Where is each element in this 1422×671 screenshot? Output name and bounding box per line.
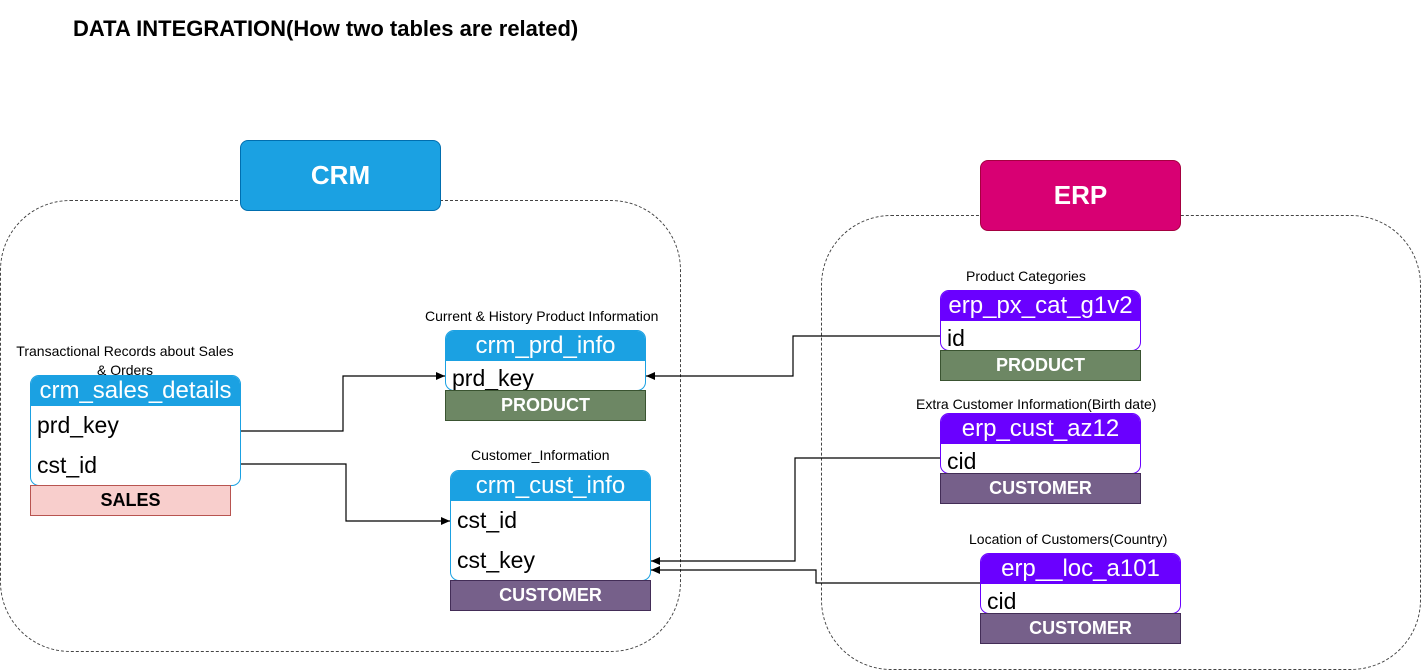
erp-px-cat-header: erp_px_cat_g1v2 bbox=[941, 291, 1140, 321]
erp-px-cat-caption: Product Categories bbox=[966, 268, 1086, 284]
crm-prd-info-header: crm_prd_info bbox=[446, 331, 645, 361]
erp-group-label[interactable]: ERP bbox=[980, 160, 1181, 231]
erp-loc-a101-customer-tag: CUSTOMER bbox=[980, 613, 1181, 644]
crm-sales-details-field-prd-key[interactable]: prd_key bbox=[37, 412, 119, 438]
erp-cust-az12-header: erp_cust_az12 bbox=[941, 414, 1140, 444]
page-title: DATA INTEGRATION(How two tables are rela… bbox=[73, 16, 579, 41]
erp-px-cat-table[interactable]: erp_px_cat_g1v2 id bbox=[940, 290, 1141, 351]
crm-customer-tag: CUSTOMER bbox=[450, 580, 651, 611]
crm-cust-info-header: crm_cust_info bbox=[451, 471, 650, 501]
crm-prd-info-table[interactable]: crm_prd_info prd_key bbox=[445, 330, 646, 391]
erp-loc-a101-table[interactable]: erp__loc_a101 cid bbox=[980, 553, 1181, 614]
crm-sales-details-table[interactable]: crm_sales_details prd_key cst_id bbox=[30, 375, 241, 486]
erp-cust-az12-field-cid[interactable]: cid bbox=[947, 448, 977, 474]
crm-cust-info-field-cst-key[interactable]: cst_key bbox=[457, 547, 535, 573]
erp-px-cat-field-id[interactable]: id bbox=[947, 325, 965, 351]
crm-cust-info-table[interactable]: crm_cust_info cst_id cst_key bbox=[450, 470, 651, 581]
crm-prd-info-caption: Current & History Product Information bbox=[425, 308, 659, 324]
crm-sales-details-caption: Transactional Records about Sales & Orde… bbox=[16, 343, 234, 378]
erp-cust-az12-customer-tag: CUSTOMER bbox=[940, 473, 1141, 504]
erp-loc-a101-header: erp__loc_a101 bbox=[981, 554, 1180, 584]
crm-product-tag: PRODUCT bbox=[445, 390, 646, 421]
erp-loc-a101-caption: Location of Customers(Country) bbox=[969, 531, 1168, 547]
erp-loc-a101-field-cid[interactable]: cid bbox=[987, 588, 1017, 614]
crm-group-label[interactable]: CRM bbox=[240, 140, 441, 211]
erp-product-tag: PRODUCT bbox=[940, 350, 1141, 381]
crm-sales-details-header: crm_sales_details bbox=[31, 376, 240, 406]
crm-prd-info-field-prd-key[interactable]: prd_key bbox=[452, 365, 534, 391]
crm-sales-details-field-cst-id[interactable]: cst_id bbox=[37, 452, 98, 478]
erp-cust-az12-caption: Extra Customer Information(Birth date) bbox=[916, 396, 1157, 412]
crm-cust-info-caption: Customer_Information bbox=[471, 447, 610, 463]
erp-cust-az12-table[interactable]: erp_cust_az12 cid bbox=[940, 413, 1141, 474]
sales-tag: SALES bbox=[30, 485, 231, 516]
crm-cust-info-field-cst-id[interactable]: cst_id bbox=[457, 507, 518, 533]
